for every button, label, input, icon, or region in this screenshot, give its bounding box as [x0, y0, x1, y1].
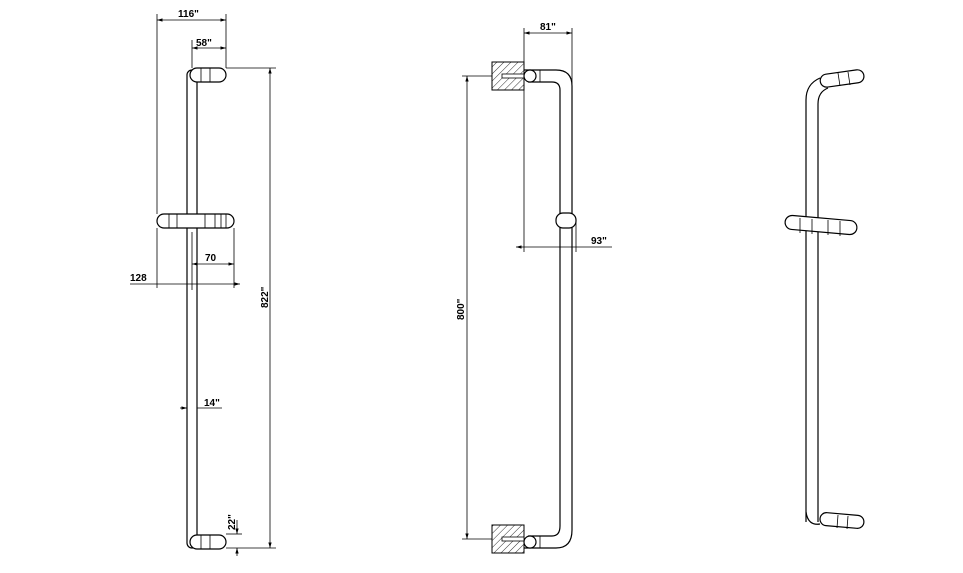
perspective-view: [784, 69, 865, 530]
rail-profile-outer: [524, 69, 573, 549]
side-view: 81" 93" 800": [456, 22, 612, 554]
rail-perspective: [805, 77, 821, 522]
dim-58: 58": [196, 38, 212, 49]
bottom-bracket: [189, 534, 227, 550]
dim-128: 128: [130, 273, 147, 284]
top-bracket: [189, 67, 227, 83]
bottom-bracket-perspective: [819, 512, 865, 529]
top-bracket-perspective: [819, 69, 865, 88]
dim-93: 93": [591, 236, 607, 247]
dim-14: 14": [204, 398, 220, 409]
rail-bar: [186, 69, 198, 549]
dim-116: 116": [178, 9, 199, 20]
dim-822: 822": [260, 286, 271, 308]
front-view: 116" 58" 70 128 822" 14" 22": [130, 9, 276, 556]
slider-perspective: [784, 214, 858, 236]
slider-profile: [555, 212, 577, 229]
dim-800: 800": [456, 298, 467, 320]
slider-handle: [156, 213, 235, 229]
dim-22: 22": [227, 514, 238, 530]
dim-70: 70: [205, 253, 217, 264]
dim-81: 81": [540, 22, 556, 33]
